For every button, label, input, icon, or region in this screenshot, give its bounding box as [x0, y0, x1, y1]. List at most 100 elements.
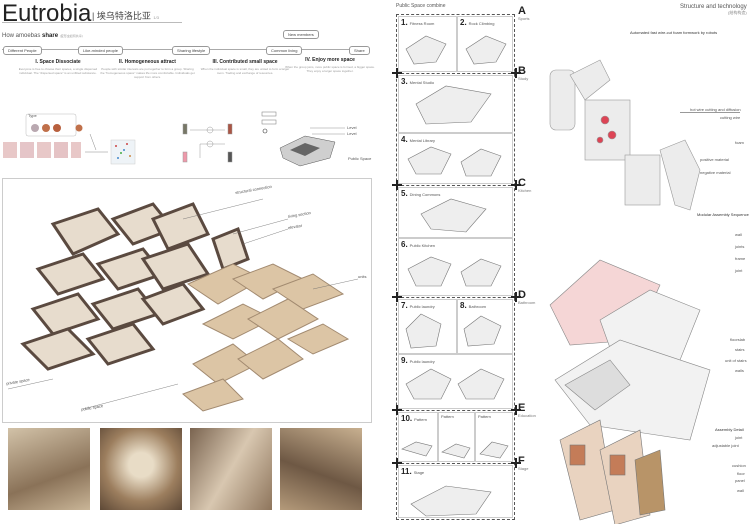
cell-name: Public laundry	[409, 304, 435, 309]
zone-letter: C	[518, 177, 526, 189]
assembly-label: joint	[735, 268, 743, 273]
cell-title: 6.Public Kitchen	[401, 240, 435, 249]
detail-label: panel	[735, 478, 745, 483]
public-space-title: Public Space combine	[396, 3, 446, 9]
step-title: I. Space Dissociate	[35, 59, 81, 65]
assembly-label: walls	[735, 368, 744, 373]
cross-marker	[392, 180, 402, 190]
cross-marker	[392, 405, 402, 415]
detail-label: joint	[735, 435, 743, 440]
assembly-heading: Modular Assembly Sequence	[697, 212, 749, 217]
cell-title: 7.Public laundry	[401, 301, 435, 310]
axo-label: units	[358, 274, 367, 279]
cell-name: Rock Climbing	[468, 21, 495, 26]
axonometric-panel: structural connection living section ele…	[2, 178, 372, 423]
timeline-node: Different People	[3, 46, 42, 55]
zone-name: Sports	[518, 16, 530, 21]
render-photo	[190, 428, 272, 510]
cell-title: 11.Stage	[401, 467, 424, 476]
cell-pattern: Pattern	[438, 412, 475, 462]
zone-divider	[396, 297, 516, 298]
cell-bathroom: 8.Bathroom	[457, 299, 513, 354]
timeline-new-members: New members	[283, 30, 319, 39]
cell-dining: 5.Dining Commons	[398, 187, 513, 238]
public-space-frame	[396, 14, 515, 520]
type-legend	[25, 113, 83, 137]
share-prefix: How amoebas	[2, 33, 41, 39]
step-text: When the group joins, more public space …	[285, 65, 375, 73]
zone-letter: E	[518, 402, 526, 414]
cell-pattern: Pattern	[475, 412, 513, 462]
cell-title: 8.Bathroom	[460, 301, 486, 310]
cell-name: Fitness Room	[409, 21, 435, 26]
step-title: IV. Enjoy more space	[305, 57, 355, 63]
detail-label: floor	[737, 471, 745, 476]
timeline-node: Common living	[266, 46, 303, 55]
step-text: Everyone is free to choose their spaces,…	[18, 67, 98, 75]
public-space-label: Public Space	[348, 156, 372, 161]
step-text: When the individual space is small, they…	[200, 67, 290, 75]
zone-name: Stage	[518, 466, 529, 471]
cell-number: 3.	[401, 77, 408, 86]
assembly-detail-drawing	[559, 419, 666, 524]
step-text: People with similar interests are put to…	[100, 67, 195, 79]
cell-pattern: 10.Pattern	[398, 412, 438, 462]
structure-drawings	[549, 59, 711, 524]
modular-assembly-drawing	[549, 259, 711, 441]
zone-divider	[396, 463, 516, 464]
cross-marker	[511, 292, 521, 302]
cell-name: Dining Commons	[409, 192, 441, 197]
space-sketches	[401, 35, 509, 517]
cell-name: Pattern	[441, 414, 454, 419]
cell-number: 10.	[401, 414, 413, 423]
cell-studio: 3.Mental Studio	[398, 75, 513, 133]
share-heading: How amoebas share (变形虫如何共享)	[2, 33, 83, 39]
assembly-label: unit of stairs	[725, 358, 747, 363]
robot-label: cutting wire	[720, 115, 741, 120]
cell-number: 9.	[401, 356, 408, 365]
zone-letter: A	[518, 5, 526, 17]
level-diagram	[261, 111, 345, 167]
detail-label: cushion	[732, 463, 746, 468]
cell-title: 1.Fitness Room	[401, 18, 434, 27]
robot-label: hot wire cutting and diffusion	[690, 107, 741, 112]
cell-number: 2.	[460, 18, 467, 27]
detail-label: wall	[737, 488, 744, 493]
share-cn: (变形虫如何共享)	[59, 34, 83, 38]
robot-heading: Automated fast wire-cut foam formwork by…	[630, 30, 718, 35]
cell-title: Pattern	[478, 414, 491, 419]
render-photo	[280, 428, 362, 510]
assembly-label: stairs	[735, 347, 745, 352]
title-cn-text: | 埃乌特洛比亚	[92, 11, 151, 21]
cell-climbing: 2.Rock Climbing	[457, 16, 513, 72]
leader-line	[680, 112, 740, 113]
cross-marker	[392, 458, 402, 468]
page-title: Eutrobia	[2, 0, 92, 27]
structure-title-text: Structure and technology	[680, 4, 747, 10]
robot-label: negative material	[700, 170, 731, 175]
cell-name: Bathroom	[468, 304, 487, 309]
assembly-label: frame	[735, 256, 746, 261]
pattern-tiles	[3, 133, 136, 165]
assembly-label: floorslab	[730, 337, 746, 342]
cell-name: Stage	[413, 470, 425, 475]
cell-title: 2.Rock Climbing	[460, 18, 494, 27]
step-title: II. Homogeneous attract	[119, 59, 176, 65]
cell-title: 3.Mental Studio	[401, 77, 434, 86]
type-label: Type	[28, 113, 37, 118]
level-label: Level	[347, 125, 357, 130]
people-exchange-diagram	[182, 123, 233, 163]
cell-number: 1.	[401, 18, 408, 27]
share-bold: share	[42, 33, 59, 39]
cell-name: Public Kitchen	[409, 243, 436, 248]
zone-letter: B	[518, 65, 526, 77]
sharing-diagrams	[3, 111, 345, 167]
